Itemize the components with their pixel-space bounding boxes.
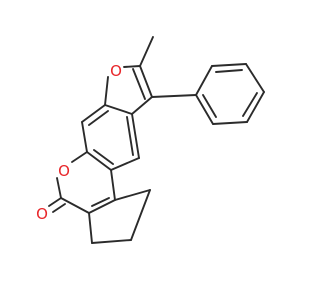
pyranone-bond xyxy=(110,169,116,201)
phenyl-bond xyxy=(211,63,247,67)
cyclopentane-bond xyxy=(88,212,93,244)
furan-bond xyxy=(104,76,109,106)
pyranone-bond xyxy=(71,151,88,163)
cyclopentane-bond xyxy=(114,189,151,201)
pyranone-bond xyxy=(88,199,116,214)
phenyl-bond xyxy=(246,91,265,123)
benzene-double-bond xyxy=(93,149,114,165)
bond-skeleton xyxy=(48,36,265,244)
furan-bond xyxy=(123,65,141,68)
benzene-bond xyxy=(86,151,112,171)
carbonyl-oxygen-label: O xyxy=(36,205,48,223)
phenyl-double-bond xyxy=(215,69,243,73)
cyclopentane-bond xyxy=(130,189,151,241)
carbonyl-bond xyxy=(52,203,66,213)
pyranone-double-bond xyxy=(91,197,110,207)
benzene-double-bond xyxy=(126,116,134,156)
cyclopentane-bond xyxy=(91,239,132,244)
furan-bond xyxy=(131,96,153,115)
furan-oxygen-label: O xyxy=(110,62,122,80)
furan-double-bond xyxy=(132,68,146,100)
phenyl-double-bond xyxy=(242,92,258,117)
phenyl-bond xyxy=(195,65,213,96)
molecule-structure-diagram: O O O xyxy=(36,36,265,244)
benzene-bond xyxy=(131,113,140,159)
ring-oxygen-label: O xyxy=(58,162,70,180)
carbonyl-bond xyxy=(48,197,62,207)
benzene-double-bond xyxy=(88,110,109,126)
phenyl-bond xyxy=(212,121,248,125)
methyl-bond xyxy=(139,36,154,67)
phenyl-double-bond xyxy=(202,94,217,118)
phenyl-bond xyxy=(245,63,265,93)
benzene-bond xyxy=(81,104,106,123)
furan-bond xyxy=(139,65,153,98)
benzene-bond xyxy=(110,157,140,171)
phenyl-bond xyxy=(195,94,214,125)
benzene-bond xyxy=(81,121,88,153)
benzene-bond xyxy=(104,104,133,115)
atom-labels: O O O xyxy=(36,62,122,223)
pyranone-bond xyxy=(60,197,90,214)
structure-canvas: O O O xyxy=(36,36,265,244)
phenyl-link-bond xyxy=(151,94,197,98)
pyranone-bond xyxy=(56,177,62,199)
